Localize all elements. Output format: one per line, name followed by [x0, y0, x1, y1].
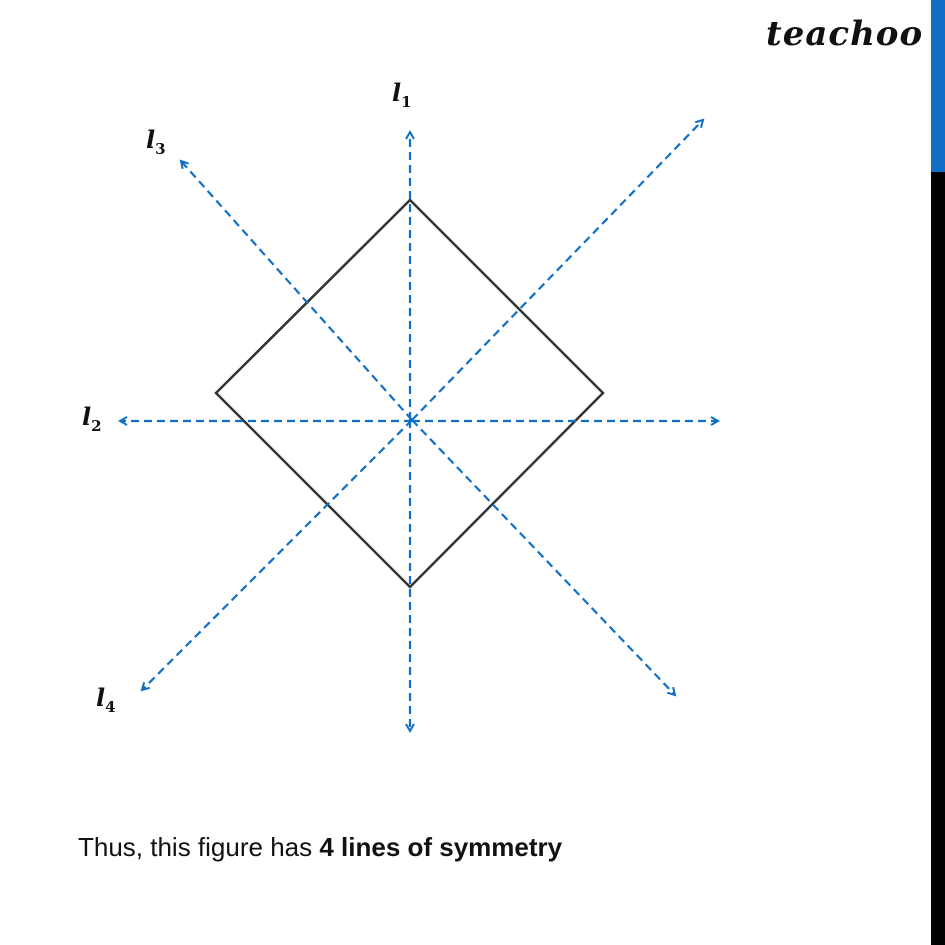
line-l4 [142, 419, 413, 690]
sidebar-accent-black [931, 172, 945, 945]
label-l4: l4 [96, 683, 116, 716]
caption: Thus, this figure has 4 lines of symmetr… [78, 832, 563, 862]
label-l1: l1 [392, 78, 412, 111]
square-shape [214, 198, 605, 589]
sidebar-accent-blue [931, 0, 945, 172]
line-l4-upper [411, 120, 703, 421]
line-l3-lower [411, 419, 675, 695]
line-l3 [181, 161, 413, 421]
teachoo-logo: teachoo [766, 14, 924, 54]
label-l2: l2 [82, 402, 102, 435]
label-l3: l3 [146, 125, 166, 158]
